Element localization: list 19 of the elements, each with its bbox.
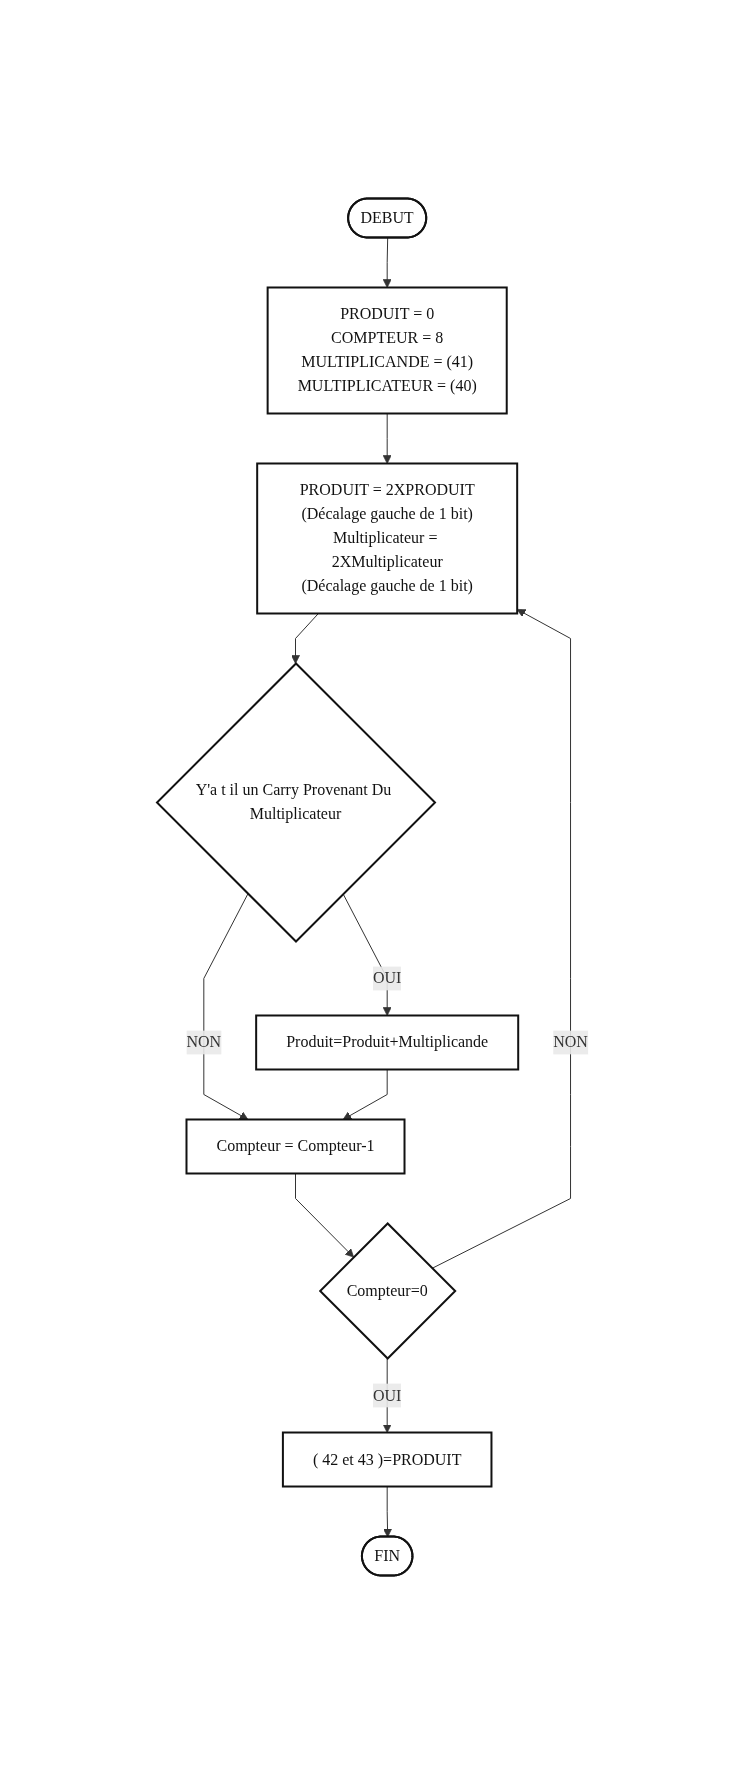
- edge-label: NON: [552, 1033, 588, 1051]
- edge-label: OUI: [372, 1386, 401, 1404]
- edge-label: NON: [186, 1033, 221, 1051]
- arrow: [382, 237, 392, 288]
- node-box: Produit=Produit+Multiplicande: [254, 1014, 519, 1071]
- arrow: [290, 613, 319, 664]
- arrow: [382, 413, 392, 464]
- node-box: PRODUIT = 0 COMPTEUR = 8 MULTIPLICANDE = (41) MULTIPLICATEUR = (40): [266, 286, 508, 415]
- node-diamond: Compteur=0: [318, 1222, 457, 1360]
- node-box: PRODUIT = 2XPRODUIT (Décalage gauche de 1 bit) Multiplicateur = 2XMultiplicateur (Décalage gauche de 1 bit): [255, 462, 518, 615]
- arrow: [294, 1173, 354, 1258]
- node-diamond: Y'a t il un Carry Provenant Du Multiplicateur: [155, 662, 436, 943]
- arrow: [202, 893, 248, 1120]
- edge-label: OUI: [372, 969, 401, 987]
- arrow: [431, 609, 571, 1269]
- arrow: [342, 1069, 388, 1120]
- arrow: [382, 1486, 392, 1538]
- node-box: Compteur = Compteur-1: [185, 1118, 406, 1175]
- node-box: ( 42 et 43 )=PRODUIT: [281, 1431, 492, 1488]
